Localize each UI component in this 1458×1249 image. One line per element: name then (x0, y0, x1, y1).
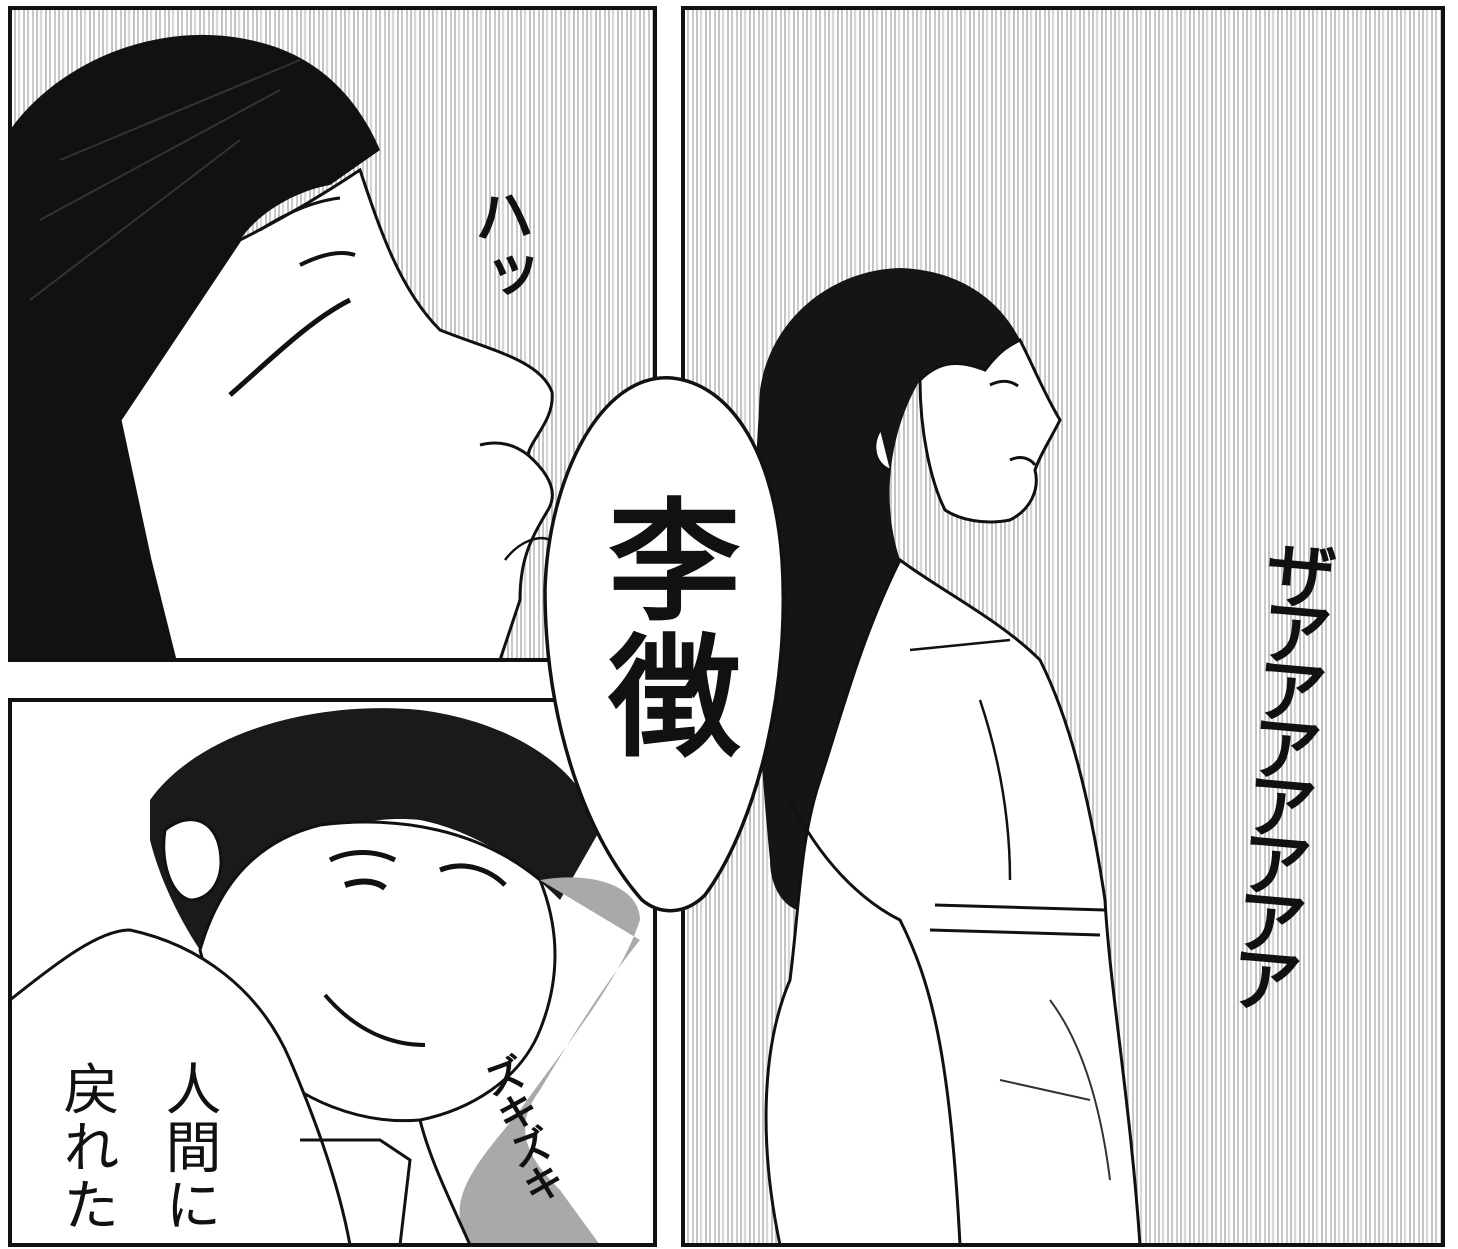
speech-bubble-shape (543, 376, 786, 913)
panel-top-left (8, 6, 657, 662)
sfx-gasp: ハッ (460, 182, 540, 308)
panel-bottom-left (8, 698, 657, 1247)
dialog-line-1: 人間に (156, 1060, 221, 1234)
speech-bubble-text: 李徴 (586, 492, 741, 764)
panel-right (681, 6, 1445, 1247)
dialog-line-2: 戻れた (54, 1060, 119, 1234)
